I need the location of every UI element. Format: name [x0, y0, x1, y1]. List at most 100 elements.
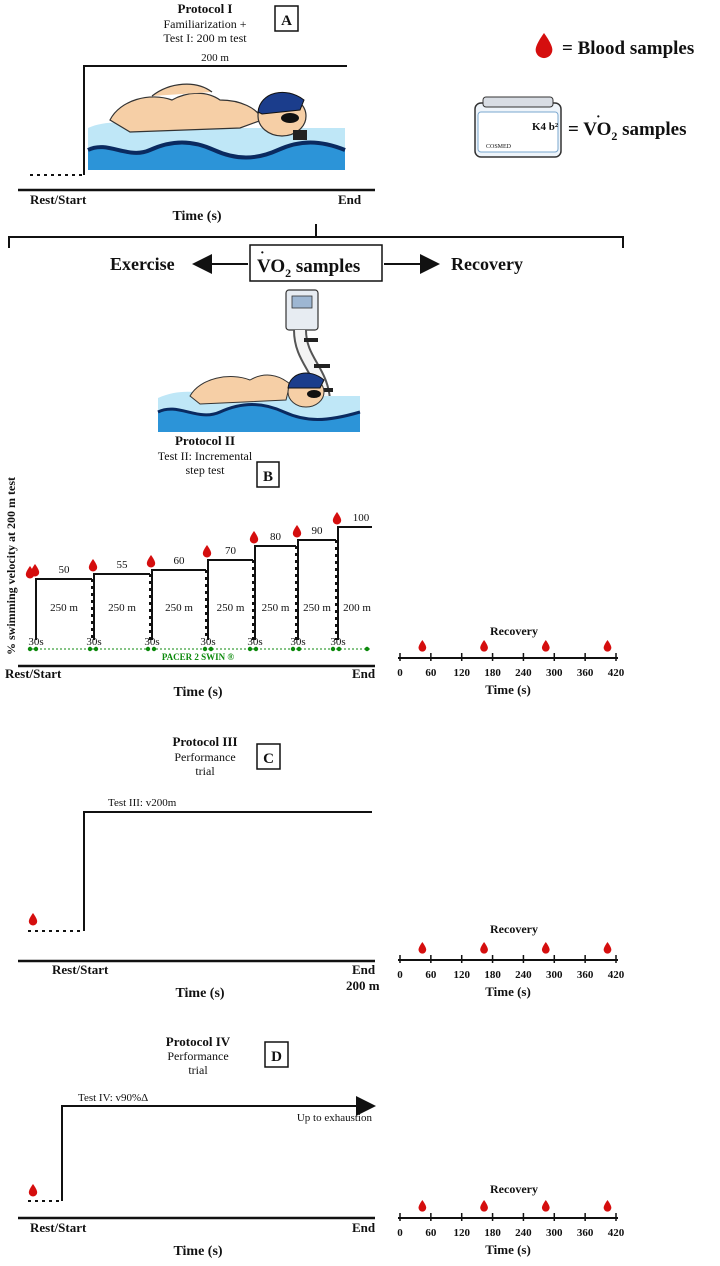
bridge-vo2-box: [249, 244, 383, 282]
recovery-tick-label: 180: [484, 667, 501, 679]
protocol-1-letter-box: [274, 5, 299, 32]
protocol-4-time-label: Time (s): [173, 1244, 222, 1259]
blood-drop-icon: [418, 942, 427, 954]
recovery-tick-label: 420: [608, 1227, 625, 1239]
protocol-3-start: Rest/Start: [52, 962, 109, 977]
step-distance-label: 200 m: [343, 602, 371, 614]
step-distance-label: 250 m: [303, 602, 331, 614]
protocol-4-letter: D: [271, 1049, 282, 1065]
protocol-1-line2: Test I: 200 m test: [163, 31, 247, 45]
protocol-1-letter: A: [281, 13, 292, 29]
recovery-tick-label: 360: [577, 969, 594, 981]
protocol-4-start: Rest/Start: [30, 1220, 87, 1235]
protocol-1-start: Rest/Start: [30, 192, 87, 207]
blood-drop-icon: [146, 555, 156, 568]
blood-drop-icon: [28, 1184, 38, 1197]
bridge-exercise-label: Exercise: [110, 254, 175, 274]
protocol-2-start: Rest/Start: [5, 666, 62, 681]
step-distance-label: 250 m: [217, 602, 245, 614]
recovery-tick-label: 120: [453, 667, 470, 679]
blood-drop-icon: [603, 942, 612, 954]
protocol-3-letter-box: [256, 743, 281, 770]
pacer-marker: [202, 646, 208, 652]
swimmer-a-illustration: [87, 83, 346, 170]
recovery-tick-label: 120: [453, 1227, 470, 1239]
step-4: [207, 559, 253, 640]
recovery-tick-label: 300: [546, 969, 563, 981]
protocol-3-distance: 200 m: [346, 978, 380, 993]
step-percent-label: 90: [312, 525, 324, 537]
k4b2-analyzer-icon: K4 b² COSMED: [474, 96, 562, 158]
protocol-4-line2: trial: [188, 1063, 208, 1077]
recovery-tick-label: 0: [397, 1227, 403, 1239]
step-3: [151, 569, 206, 640]
recovery-time-label: Time (s): [485, 984, 531, 999]
step-distance-label: 250 m: [165, 602, 193, 614]
protocol-3-test-label: Test III: v200m: [108, 797, 177, 809]
bridge-vo2-dot: ·: [260, 246, 265, 261]
blood-drop-icon: [28, 913, 38, 926]
protocol-1: Protocol I Familiarization + Test I: 200…: [18, 1, 375, 224]
protocol-2: Protocol II Test II: Incremental step te…: [4, 433, 376, 700]
recovery-tick-label: 120: [453, 969, 470, 981]
protocol-3-title: Protocol III: [172, 734, 237, 749]
step-5: [254, 545, 296, 640]
protocol-2-ylabel: % swimming velocity at 200 m test: [4, 477, 18, 655]
pacer-marker: [87, 646, 93, 652]
recovery-tick-label: 360: [577, 1227, 594, 1239]
step-percent-label: 80: [270, 531, 282, 543]
recovery-tick-label: 420: [608, 969, 625, 981]
blood-drop-icon: [332, 512, 342, 525]
protocol-2-title: Protocol II: [175, 433, 235, 448]
bridge-vo2-label: VO2 samples: [257, 256, 360, 280]
protocol-4: Protocol IV Performance trial D Test IV:…: [18, 1034, 376, 1259]
pacer-marker: [364, 646, 370, 652]
rest-label: 30s: [28, 636, 43, 648]
pacer-marker: [296, 646, 302, 652]
recovery-tick-label: 420: [608, 667, 625, 679]
blood-drop-icon: [480, 1200, 488, 1212]
protocol-3-end: End: [352, 962, 376, 977]
pacer-marker: [33, 646, 39, 652]
protocol-4-title: Protocol IV: [166, 1034, 231, 1049]
protocol-1-end: End: [338, 192, 362, 207]
rest-label: 30s: [86, 636, 101, 648]
recovery-tick-label: 60: [425, 969, 437, 981]
analyzer-brand-text: COSMED: [486, 144, 512, 150]
pacer-marker: [336, 646, 342, 652]
step-percent-label: 50: [59, 564, 71, 576]
pacer-markers: [27, 646, 370, 652]
recovery-tick-label: 0: [397, 969, 403, 981]
rest-label: 30s: [330, 636, 345, 648]
protocol-4-step-arrow: [61, 1096, 376, 1201]
step-6: [297, 539, 336, 640]
bridge-recovery-label: Recovery: [451, 254, 523, 274]
pacer-marker: [247, 646, 253, 652]
recovery-tick-label: 180: [484, 969, 501, 981]
protocol-4-exhaustion: Up to exhaustion: [297, 1112, 373, 1124]
rest-label: 30s: [290, 636, 305, 648]
protocol-3-step-line: [83, 811, 372, 931]
recovery-time-label: Time (s): [485, 682, 531, 697]
recovery-tick-label: 360: [577, 667, 594, 679]
protocol-1-step-line: [83, 65, 347, 175]
protocol-2-letter: B: [263, 469, 273, 485]
blood-drop-icon: [202, 545, 212, 558]
rest-label: 30s: [247, 636, 262, 648]
step-percent-label: 60: [174, 555, 186, 567]
protocol-1-time-label: Time (s): [172, 209, 221, 224]
pacer-marker: [253, 646, 259, 652]
recovery-tick-label: 300: [546, 1227, 563, 1239]
step-distance-label: 250 m: [262, 602, 290, 614]
step-percent-label: 55: [117, 559, 129, 571]
pacer-marker: [27, 646, 33, 652]
step-distance-label: 250 m: [50, 602, 78, 614]
blood-drop-icon: [480, 942, 488, 954]
recovery-tick-label: 60: [425, 1227, 437, 1239]
protocol-4-line1: Performance: [167, 1049, 228, 1063]
protocol-3-time-label: Time (s): [175, 986, 224, 1001]
protocol-3-line2: trial: [195, 764, 215, 778]
